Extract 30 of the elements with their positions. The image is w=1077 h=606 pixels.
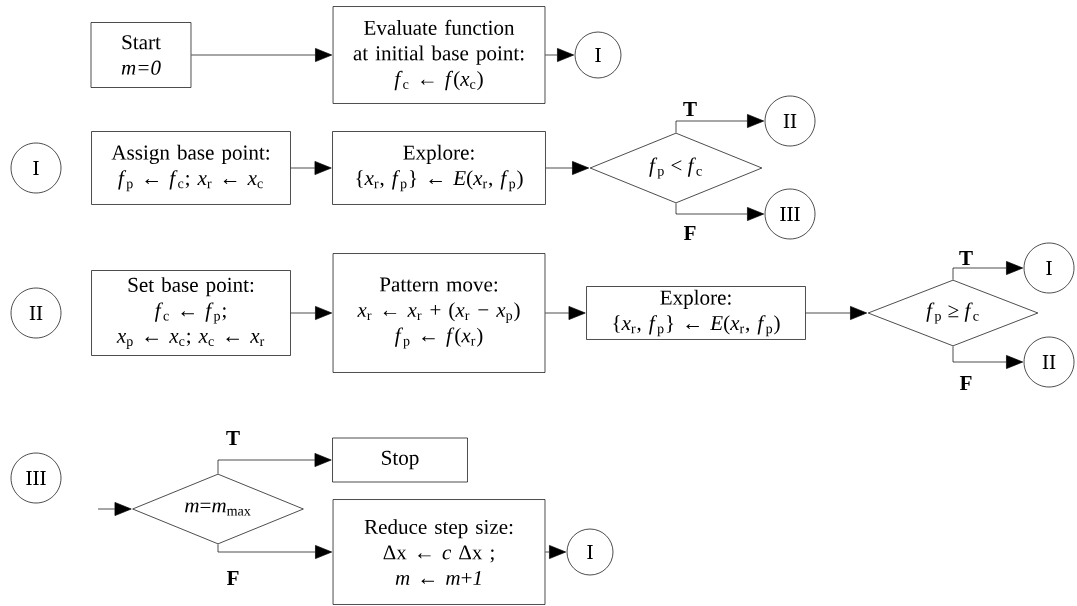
process-box: Assign base point: f$_{p}$ ← f$_{c}$; x$_{r}$ ← x$_{c}$	[91, 131, 291, 205]
edge-label: F	[226, 571, 239, 585]
terminal-box: Start m=0	[90, 22, 192, 88]
arrow	[290, 306, 333, 320]
arrow	[675, 203, 765, 221]
process-box: Explore: {x$_{r}$, f$_{p}$} ← E(x$_{r}$, f$_{p}$)	[586, 286, 806, 340]
edge-label: F	[683, 226, 696, 240]
process-box: Set base point: f$_{c}$ ← f$_{p}$; x$_{p}$ ← x$_{c}$; x$_{c}$ ← x$_{r}$	[91, 270, 291, 356]
arrow	[545, 48, 575, 62]
arrow	[952, 346, 1024, 369]
arrow	[805, 306, 868, 320]
edge-label: T	[959, 251, 973, 265]
arrow	[217, 544, 333, 559]
arrow	[191, 48, 333, 62]
arrow	[545, 306, 586, 320]
edge-label: T	[683, 102, 697, 116]
process-box: Pattern move: x$_{r}$ ← x$_{r}$ + (x$_{r}$ − x$_{p}$) f$_{p}$ ← f(x$_{r}$)	[332, 253, 546, 373]
arrow	[217, 453, 332, 474]
arrow	[290, 161, 332, 175]
arrow	[952, 261, 1024, 280]
terminal-box: Stop	[332, 437, 468, 483]
edge-label: T	[226, 431, 240, 445]
arrow	[545, 161, 590, 175]
arrow	[545, 545, 567, 559]
arrow	[97, 502, 132, 516]
arrow	[675, 114, 765, 133]
process-box: Reduce step size: Δx ← c Δx ; m ← m+1	[332, 499, 546, 605]
process-box: Explore: {x$_{r}$, f$_{p}$} ← E(x$_{r}$, f$_{p}$)	[332, 131, 546, 205]
process-box: Evaluate function at initial base point: f$_{c}$ ← f(x$_{c}$)	[332, 6, 546, 104]
edge-label: F	[959, 376, 972, 390]
